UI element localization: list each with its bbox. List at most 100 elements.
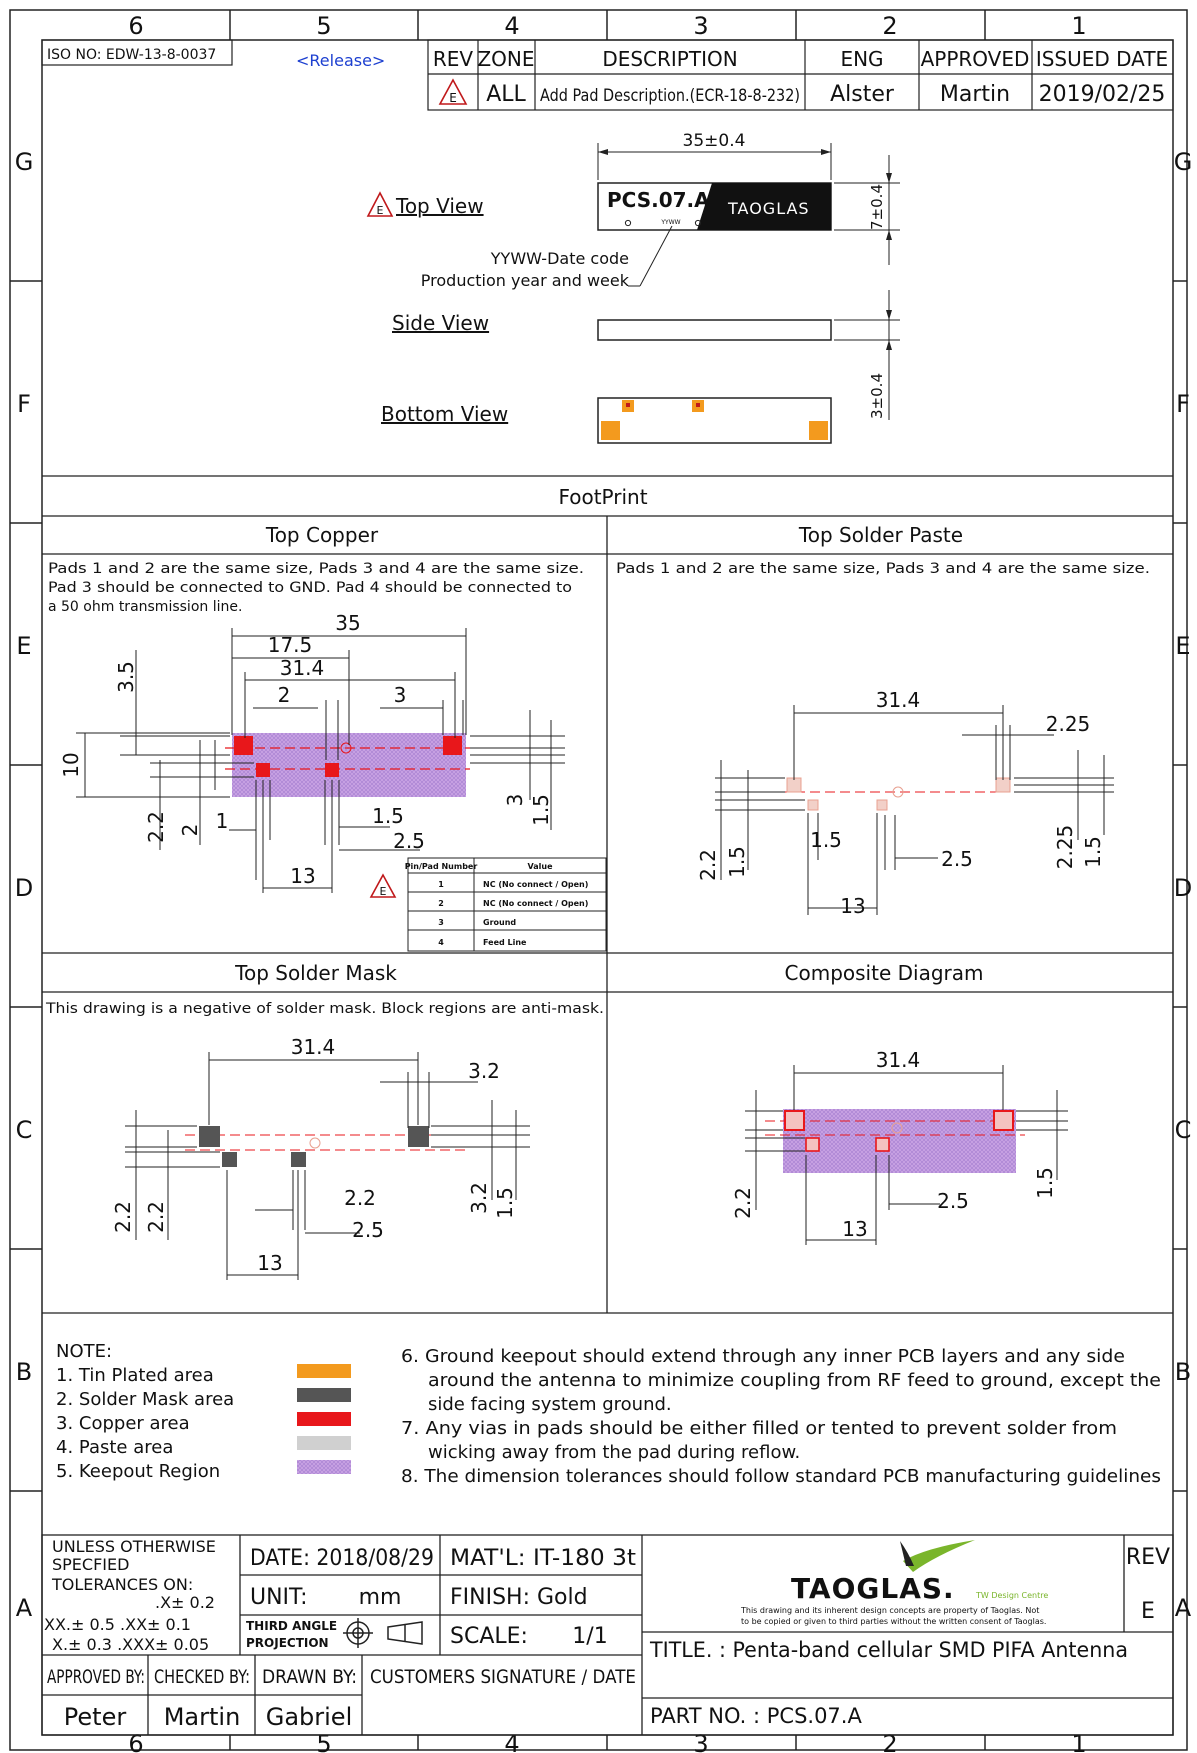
row-label: E [16,632,31,660]
legend-label: 1. Tin Plated area [56,1365,214,1386]
drawing-title: TITLE. : Penta-band cellular SMD PIFA An… [649,1638,1128,1662]
dim-13: 13 [840,894,865,918]
pin-table-header: Value [527,862,553,871]
top-view-label: Top View [395,194,484,218]
row-label: D [1174,874,1192,902]
pin-number: 4 [438,938,444,947]
row-label: D [15,874,33,902]
notes-heading: NOTE: [56,1341,112,1362]
dim-height: 3±0.4 [868,373,886,419]
brand-label-on-antenna: TAOGLAS [727,199,810,218]
dim-2-2b: 2.2 [144,1201,168,1233]
row-label: B [16,1358,32,1386]
rev-description-value: Add Pad Description.(ECR-18-8-232) [540,86,800,106]
pin-number: 1 [438,880,444,889]
unit-label: UNIT: [250,1585,307,1610]
pin-value: Ground [483,918,516,927]
dim-13: 13 [257,1251,282,1275]
unit-value: mm [359,1585,402,1610]
dim-3-2: 3.2 [468,1059,500,1083]
projection-text: THIRD ANGLE [246,1619,337,1633]
approved-header: APPROVED [921,47,1030,71]
tiny-date-mark: YYWW [660,219,680,226]
row-label: E [1175,632,1190,660]
tolerance-text: TOLERANCES ON: [51,1575,193,1594]
disclaimer-text: This drawing and its inherent design con… [740,1606,1039,1615]
dim-3b: 3 [503,794,527,807]
svg-text:E: E [380,885,387,898]
dim-1-5: 1.5 [493,1187,517,1219]
row-label: F [17,390,31,418]
dim-1-5: 1.5 [372,804,404,828]
dim-2-5: 2.5 [393,829,425,853]
top-copper-note: a 50 ohm transmission line. [48,599,242,615]
rev-approved-value: Martin [940,82,1010,107]
column-label: 1 [1071,1730,1086,1753]
dim-1-5b: 1.5 [529,794,553,826]
svg-text:E: E [449,91,457,105]
row-label: A [16,1594,33,1622]
legend-label: 3. Copper area [56,1413,190,1434]
legend-swatch [297,1364,351,1378]
dim-13: 13 [290,864,315,888]
antenna-side-view [597,319,832,341]
drawn-by-label: DRAWN BY: [262,1666,357,1688]
top-copper-note: Pad 3 should be connected to GND. Pad 4 … [48,580,572,596]
top-solder-paste-title: Top Solder Paste [798,523,963,547]
column-label: 3 [693,12,708,40]
rev-issued-date-value: 2019/02/25 [1039,82,1166,107]
top-copper-footprint [225,733,470,797]
pin-value: NC (No connect / Open) [483,880,588,889]
tolerance-text: XX.± 0.5 .XX± 0.1 [44,1615,191,1634]
legend-swatch [297,1388,351,1402]
design-centre-label: TW Design Centre [975,1591,1048,1600]
taoglas-logo-icon [900,1540,975,1572]
dim-3: 3 [394,683,407,707]
tolerance-text: UNLESS OTHERWISE [52,1537,216,1556]
row-label: G [1174,148,1193,176]
dim-1-5b: 1.5 [810,828,842,852]
column-label: 1 [1071,12,1086,40]
part-number: PART NO. : PCS.07.A [650,1704,862,1728]
composite-diagram-title: Composite Diagram [785,961,984,985]
rev-triangle-icon: E [366,191,394,217]
column-label: 6 [128,1730,143,1753]
dim-31-4: 31.4 [291,1035,336,1059]
legend-swatches [297,1364,351,1474]
legend-swatch [297,1412,351,1426]
row-label: B [1175,1358,1191,1386]
description-header: DESCRIPTION [602,47,737,71]
dim-1-5: 1.5 [1033,1167,1057,1199]
column-label: 6 [128,12,143,40]
dim-31-4: 31.4 [280,656,325,680]
projection-text: PROJECTION [246,1636,329,1650]
dim-10: 10 [59,752,83,777]
drawer-name: Gabriel [266,1703,353,1731]
company-logo-text: TAOGLAS. [791,1572,955,1605]
note-8: 8. The dimension tolerances should follo… [401,1466,1161,1487]
dim-2-2: 2.2 [696,849,720,881]
release-link[interactable]: <Release> [296,51,385,70]
dim-2-2: 2.2 [111,1201,135,1233]
pin-number: 3 [438,918,444,927]
dim-2-25: 2.25 [1046,712,1091,736]
approver-name: Peter [64,1703,127,1731]
dim-31-4: 31.4 [876,688,921,712]
dim-31-4: 31.4 [876,1048,921,1072]
dim-2-25b: 2.25 [1053,825,1077,870]
column-label: 5 [316,12,331,40]
top-solder-mask-footprint [185,1126,470,1167]
tolerance-text: X.± 0.3 .XXX± 0.05 [52,1635,209,1654]
dim-13: 13 [842,1217,867,1241]
title-block [41,1534,1174,1736]
dim-3-2b: 3.2 [467,1182,491,1214]
pin-table-header: Pin/Pad Number [405,862,478,871]
dim-2-5: 2.5 [941,847,973,871]
row-label: G [15,148,34,176]
dim-2-2: 2.2 [731,1187,755,1219]
row-label: A [1175,1594,1192,1622]
side-view-label: Side View [392,311,489,335]
rev-triangle-icon: E [369,873,397,898]
approved-by-label: APPROVED BY: [47,1666,145,1688]
